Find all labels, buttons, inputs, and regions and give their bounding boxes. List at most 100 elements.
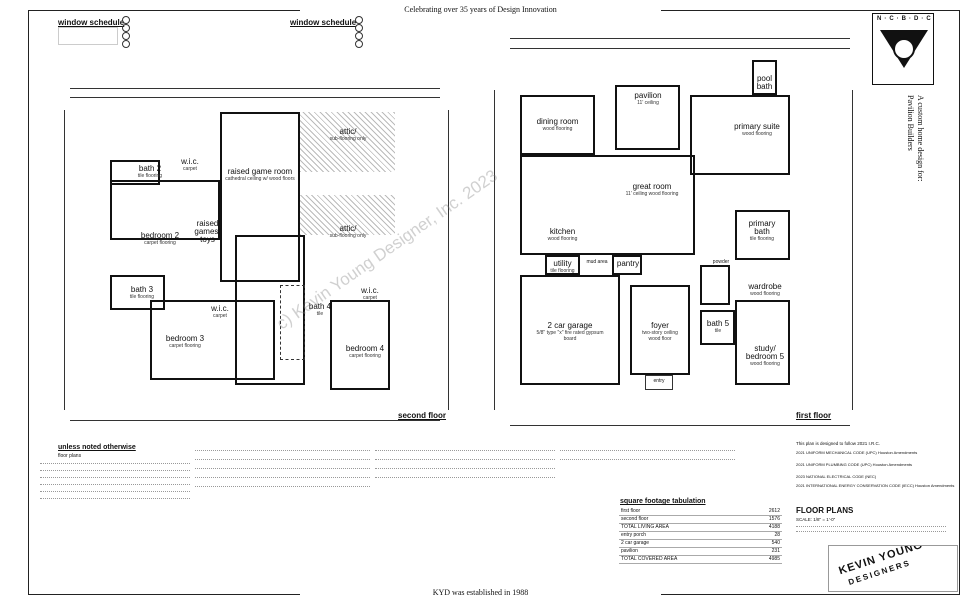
dimension-line xyxy=(510,48,850,49)
dining-room-walls xyxy=(520,95,595,155)
kevin-young-designers-logo: KEVIN YOUNG DESIGNERS xyxy=(828,545,958,592)
bath-5-walls xyxy=(700,310,735,345)
room-label: pool bath xyxy=(756,74,773,91)
first-floor-label: first floor xyxy=(796,411,832,420)
dimension-line xyxy=(510,425,850,426)
window-schedule-legend-left xyxy=(122,16,222,61)
room-label: foyer two-story ceiling wood floor xyxy=(642,321,678,343)
general-notes-column-4 xyxy=(560,446,735,501)
dimension-line xyxy=(494,90,495,410)
general-notes-column-3 xyxy=(375,446,555,586)
pavilion-walls xyxy=(615,85,680,150)
room-label: bath 5 tile xyxy=(706,319,730,335)
room-label: dining room wood flooring xyxy=(536,117,579,133)
entry-porch xyxy=(645,375,673,390)
room-label: entry xyxy=(653,378,665,384)
window-type-icon xyxy=(355,24,363,32)
game-room-walls xyxy=(220,112,300,282)
room-label: wardrobe wood flooring xyxy=(748,282,782,298)
pantry-walls xyxy=(612,255,642,275)
room-label: study/ bedroom 5 wood flooring xyxy=(745,344,785,368)
window-type-icon xyxy=(122,40,130,48)
room-label: mud area xyxy=(586,259,608,265)
second-floor-label: second floor xyxy=(398,411,447,420)
room-label: primary suite wood flooring xyxy=(734,122,780,138)
window-type-icon xyxy=(355,32,363,40)
foyer-walls xyxy=(630,285,690,375)
code-note-line: 2023 NATIONAL ELECTRICAL CODE (NEC) xyxy=(796,474,877,479)
dimension-line xyxy=(70,88,440,89)
code-note-line: 2021 INTERNATIONAL ENERGY CONSERVATION C… xyxy=(796,483,955,488)
code-notes-intro: This plan is designed to follow 2021 I.R… xyxy=(796,441,881,446)
general-notes-title: unless noted otherwise xyxy=(58,444,136,451)
bath-3-walls xyxy=(110,275,165,310)
general-notes-column-2 xyxy=(195,446,370,586)
ncbdc-logo xyxy=(872,13,934,85)
room-label: w.i.c. carpet xyxy=(211,304,229,320)
room-label: pavilion 11' ceiling xyxy=(634,91,662,107)
great-room-walls xyxy=(520,155,695,255)
attic-hatch xyxy=(300,195,395,235)
ncbdc-logo-letters: N·C·B·D·C xyxy=(877,16,934,22)
copyright-notice xyxy=(796,524,946,544)
design-for-label: A custom home design for: xyxy=(916,95,925,182)
pool-bath-walls xyxy=(752,60,777,95)
dimension-line xyxy=(70,420,440,421)
room-label: 2 car garage 5/8" type "x" fire rated gy… xyxy=(536,321,604,343)
room-label: utility tile flooring xyxy=(550,259,575,275)
code-note-line: 2021 UNIFORM MECHANICAL CODE (UPC) Houst… xyxy=(796,450,918,455)
bedroom-4-walls xyxy=(330,300,390,390)
primary-suite-walls xyxy=(690,95,790,175)
window-type-icon xyxy=(122,16,130,24)
attic-hatch xyxy=(300,112,395,172)
client-block: A custom home design for: Pavilion Build… xyxy=(905,95,925,215)
room-label: w.i.c. carpet xyxy=(361,286,379,302)
window-type-icon xyxy=(355,40,363,48)
bath-2-walls xyxy=(110,160,160,185)
dimension-line xyxy=(852,90,853,410)
room-label: pantry xyxy=(616,259,640,268)
room-label: attic/ sub-flooring only xyxy=(329,127,367,143)
room-label: bedroom 2 carpet flooring xyxy=(140,231,180,247)
stair xyxy=(280,285,305,360)
room-label: raised game room cathedral ceiling w/ wo… xyxy=(225,167,295,183)
window-type-icon xyxy=(122,32,130,40)
general-notes-column-1 xyxy=(40,460,190,580)
bedroom-2-walls xyxy=(110,180,220,240)
sheet-section-title: FLOOR PLANS xyxy=(796,506,854,515)
garage-walls xyxy=(520,275,620,385)
room-label: great room 11' ceiling wood flooring xyxy=(625,182,679,198)
window-type-icon xyxy=(355,16,363,24)
window-schedule-notes-left xyxy=(58,27,118,47)
bedroom-3-walls xyxy=(150,300,275,380)
room-label: attic/ sub-flooring only xyxy=(329,224,367,240)
room-label: bath 3 tile flooring xyxy=(129,285,155,301)
dimension-line xyxy=(70,97,440,98)
room-label: bath 2 tile flooring xyxy=(137,164,163,180)
window-schedule-legend-right xyxy=(355,16,465,61)
room-label: bedroom 4 carpet flooring xyxy=(345,344,385,360)
room-label: raised games/ toys xyxy=(194,219,221,244)
room-label: kitchen wood flooring xyxy=(547,227,578,243)
general-notes-subtitle: floor plans xyxy=(58,453,82,459)
window-type-icon xyxy=(122,24,130,32)
room-label: bedroom 3 carpet flooring xyxy=(165,334,205,350)
ncbdc-logo-circle xyxy=(893,38,915,60)
bottom-banner: KYD was established in 1988 xyxy=(300,588,661,597)
utility-walls xyxy=(545,255,580,275)
square-footage-title: square footage tabulation xyxy=(620,498,706,505)
dimension-line xyxy=(510,38,850,39)
wardrobe-walls xyxy=(700,265,730,305)
dimension-line xyxy=(448,110,449,410)
study-walls xyxy=(735,300,790,385)
top-banner: Celebrating over 35 years of Design Inno… xyxy=(300,5,661,14)
